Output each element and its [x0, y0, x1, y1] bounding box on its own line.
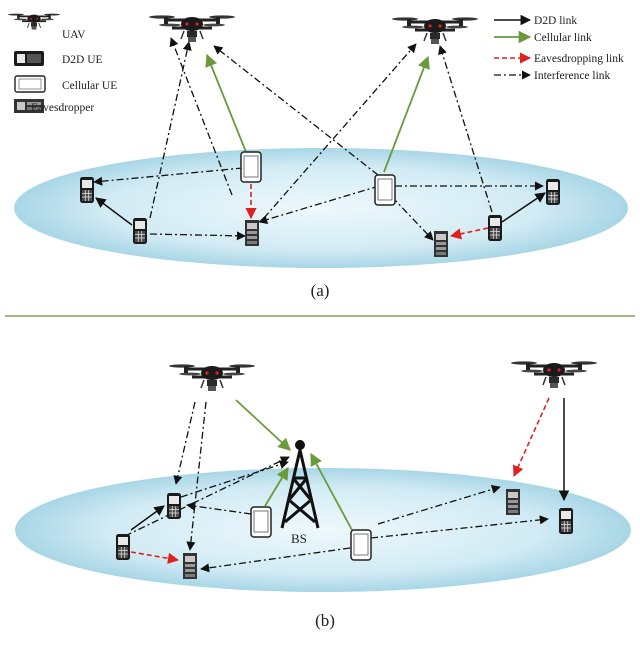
d2d-links-b: [130, 398, 570, 531]
eavesdropper-icon: [434, 231, 448, 257]
d2d-ue-icon: [132, 217, 148, 245]
legend-uav-label: UAV: [62, 29, 86, 41]
cellular-links-a: [205, 53, 430, 173]
cellular-ue-icon: [250, 506, 272, 538]
uav-icon: [7, 12, 61, 31]
caption-b: (b): [315, 611, 335, 630]
d2d-ue-icon: [487, 214, 503, 242]
eavesdropping-links-a: [245, 184, 489, 240]
coverage-area-b: [15, 468, 631, 592]
legend-d2d-ue-label: D2D UE: [62, 54, 103, 66]
legend-eavesdropping-link-label: Eavesdropping link: [534, 53, 624, 65]
eavesdropper-legend-icon: [14, 99, 44, 113]
d2d-ue-icon: [115, 533, 131, 561]
bs-label: BS: [291, 531, 307, 546]
caption-a: (a): [311, 281, 330, 300]
coverage-area-a: [14, 148, 628, 268]
uav-icon: [390, 15, 480, 46]
cellular-ue-legend-icon: [14, 75, 46, 93]
legend-devices: UAV D2D UE Cellular UE Eavesdropper: [7, 12, 117, 114]
legend-links: D2D link Cellular link Eavesdropping lin…: [494, 14, 624, 82]
panel-a: (a): [14, 13, 628, 300]
eavesdropping-links-b: [130, 397, 550, 564]
d2d-ue-icon: [79, 176, 95, 204]
legend-eavesdropper-label: Eavesdropper: [31, 102, 94, 114]
legend-d2d-link-label: D2D link: [534, 15, 577, 27]
cellular-ue-icon: [374, 174, 396, 206]
eavesdropper-icon: [183, 553, 197, 579]
cellular-links-b: [235, 399, 353, 531]
d2d-ue-legend-icon: [14, 51, 44, 66]
base-station-tower: [280, 440, 320, 529]
eavesdropper-icon: [506, 489, 520, 515]
d2d-links-a: [95, 192, 546, 226]
d2d-ue-icon: [558, 507, 574, 535]
eavesdropper-icon: [245, 220, 259, 246]
uav-icon: [147, 13, 237, 44]
legend-cellular-ue-label: Cellular UE: [62, 80, 117, 92]
interference-links-b: [124, 401, 549, 573]
legend-interference-link-label: Interference link: [534, 70, 611, 82]
d2d-ue-icon: [166, 492, 182, 520]
uav-icon: [509, 359, 599, 390]
interference-links-a: [93, 37, 544, 241]
d2d-ue-icon: [545, 178, 561, 206]
legend-cellular-link-label: Cellular link: [534, 32, 592, 44]
panel-b: BS: [15, 359, 631, 630]
cellular-ue-icon: [240, 151, 262, 183]
cellular-ue-icon: [350, 529, 372, 561]
base-station-antenna-icon: [295, 440, 305, 450]
uav-icon: [167, 362, 257, 393]
